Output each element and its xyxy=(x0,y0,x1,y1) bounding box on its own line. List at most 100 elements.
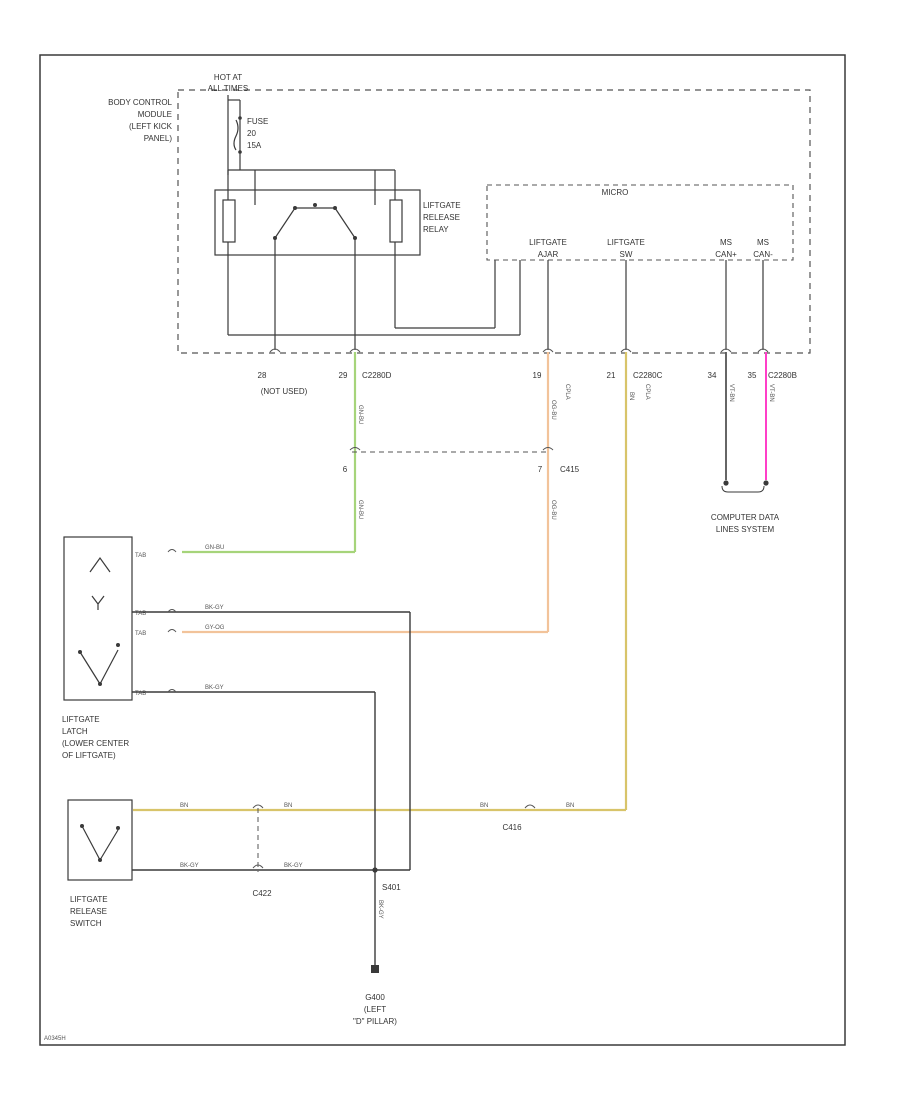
bcm-label-line2: MODULE xyxy=(138,110,172,119)
pin-35-label: 35 xyxy=(748,371,757,380)
wire-label-9: CPLA xyxy=(644,384,650,400)
relay-label-line2: RELEASE xyxy=(423,213,460,222)
connector-c415: C415 xyxy=(560,465,580,474)
release-switch-blade xyxy=(81,825,101,861)
latch-pin-a: TAB xyxy=(135,553,146,559)
bcm-connector-marks xyxy=(269,348,769,353)
computer-data-label-line1: COMPUTER DATA xyxy=(711,513,780,522)
c416-mark xyxy=(524,804,536,809)
release-switch-contact-c xyxy=(116,826,120,830)
fuse-label-line2: 20 xyxy=(247,129,256,138)
latch-pin-c: TAB xyxy=(135,631,146,637)
wire-label-17: BK-GY xyxy=(205,685,224,691)
connector-c2280b: C2280B xyxy=(768,371,797,380)
fuse-label-line3: 15A xyxy=(247,141,262,150)
latch-motor-symbol xyxy=(91,595,105,610)
release-switch-arm xyxy=(99,829,119,861)
latch-switch-blade xyxy=(79,651,101,685)
connector-c2280d: C2280D xyxy=(362,371,392,380)
ground-label-line2: (LEFT xyxy=(364,1005,386,1014)
fuse-label-line1: FUSE xyxy=(247,117,268,126)
pin-28-label: 28 xyxy=(258,371,267,380)
latch-label-line2: LATCH xyxy=(62,727,88,736)
relay-blade-right xyxy=(334,207,356,239)
fuse-terminal-bottom xyxy=(238,150,242,154)
wire-label-2: GN-BU xyxy=(357,500,363,519)
can-minus-terminal xyxy=(763,480,769,486)
relay-label-line1: LIFTGATE xyxy=(423,201,461,210)
c415-pin-7: 7 xyxy=(538,465,543,474)
latch-switch-arm xyxy=(99,649,119,685)
latch-label-line4: OF LIFTGATE) xyxy=(62,751,116,760)
micro-pin3-sub: CAN+ xyxy=(715,250,737,259)
relay-coil-right xyxy=(389,199,403,243)
power-label-line1: HOT AT xyxy=(214,73,242,82)
wire-label-4: OG-BU xyxy=(550,400,556,420)
wire-label-19: BK-GY xyxy=(284,863,303,869)
wire-label-13: BN xyxy=(566,803,574,809)
wire-label-10: BN xyxy=(180,803,188,809)
release-switch-label-line2: RELEASE xyxy=(70,907,107,916)
connector-c422: C422 xyxy=(252,889,272,898)
connector-c2280c: C2280C xyxy=(633,371,663,380)
wire-label-6: OG-BU xyxy=(550,500,556,520)
latch-label-line3: (LOWER CENTER xyxy=(62,739,129,748)
latch-connector-marks xyxy=(167,549,177,693)
pin-29-label: 29 xyxy=(339,371,348,380)
wire-label-11: BN xyxy=(284,803,292,809)
connector-c416: C416 xyxy=(502,823,522,832)
c415-mark-orange xyxy=(542,447,554,451)
micro-pin1-sub: AJAR xyxy=(538,250,559,259)
bcm-label-line3: (LEFT KICK xyxy=(129,122,173,131)
wire-label-15: VT-BN xyxy=(768,384,774,402)
micro-module xyxy=(486,184,794,261)
wire-label-16: BK-GY xyxy=(205,605,224,611)
computer-data-label-line2: LINES SYSTEM xyxy=(716,525,775,534)
can-plus-terminal xyxy=(723,480,729,486)
bcm-module-boundary xyxy=(177,89,811,354)
micro-pin2-label: LIFTGATE xyxy=(607,238,645,247)
wire-label-14: VT-BN xyxy=(728,384,734,402)
ground-label-line3: "D" PILLAR) xyxy=(353,1017,397,1026)
c422-mark-bottom xyxy=(252,864,264,869)
relay-blade-left xyxy=(274,207,296,239)
micro-pin4-label: MS xyxy=(757,238,769,247)
liftgate-latch xyxy=(63,536,133,701)
relay-contact-2 xyxy=(313,203,317,207)
wire-label-20: BK-GY xyxy=(377,900,383,919)
wire-label-5: CPLA xyxy=(564,384,570,400)
c415-mark-green xyxy=(349,447,361,451)
latch-pin-d: TAB xyxy=(135,691,146,697)
wire-label-3: GN-BU xyxy=(205,545,224,551)
latch-switch-top xyxy=(89,556,111,573)
micro-pin3-label: MS xyxy=(720,238,732,247)
latch-pin-b: TAB xyxy=(135,611,146,617)
power-label-line2: ALL TIMES xyxy=(208,84,248,93)
fuse-symbol xyxy=(233,119,239,151)
ground-g400-symbol xyxy=(371,965,379,973)
micro-pin1-label: LIFTGATE xyxy=(529,238,567,247)
pin-34-label: 34 xyxy=(708,371,717,380)
diagram-frame xyxy=(39,54,846,1046)
fuse-terminal-top xyxy=(238,116,242,120)
relay-label-line3: RELAY xyxy=(423,225,449,234)
liftgate-release-switch xyxy=(67,799,133,881)
wire-label-7: GY-OG xyxy=(205,625,225,631)
footer-code: A0345H xyxy=(44,1036,66,1042)
pin-19-label: 19 xyxy=(533,371,542,380)
release-switch-label-line3: SWITCH xyxy=(70,919,102,928)
liftgate-release-relay xyxy=(214,189,421,256)
latch-label-line1: LIFTGATE xyxy=(62,715,100,724)
wire-label-8: BN xyxy=(628,392,634,400)
release-switch-label-line1: LIFTGATE xyxy=(70,895,108,904)
bcm-label-line4: PANEL) xyxy=(144,134,173,143)
relay-coil-left xyxy=(222,199,236,243)
splice-s401-label: S401 xyxy=(382,883,401,892)
wire-label-1: GN-BU xyxy=(357,405,363,424)
bcm-label-line1: BODY CONTROL xyxy=(108,98,172,107)
ground-label-line1: G400 xyxy=(365,993,385,1002)
c422-mark-top xyxy=(252,804,264,809)
micro-pin4-sub: CAN- xyxy=(753,250,773,259)
micro-pin2-sub: SW xyxy=(620,250,633,259)
